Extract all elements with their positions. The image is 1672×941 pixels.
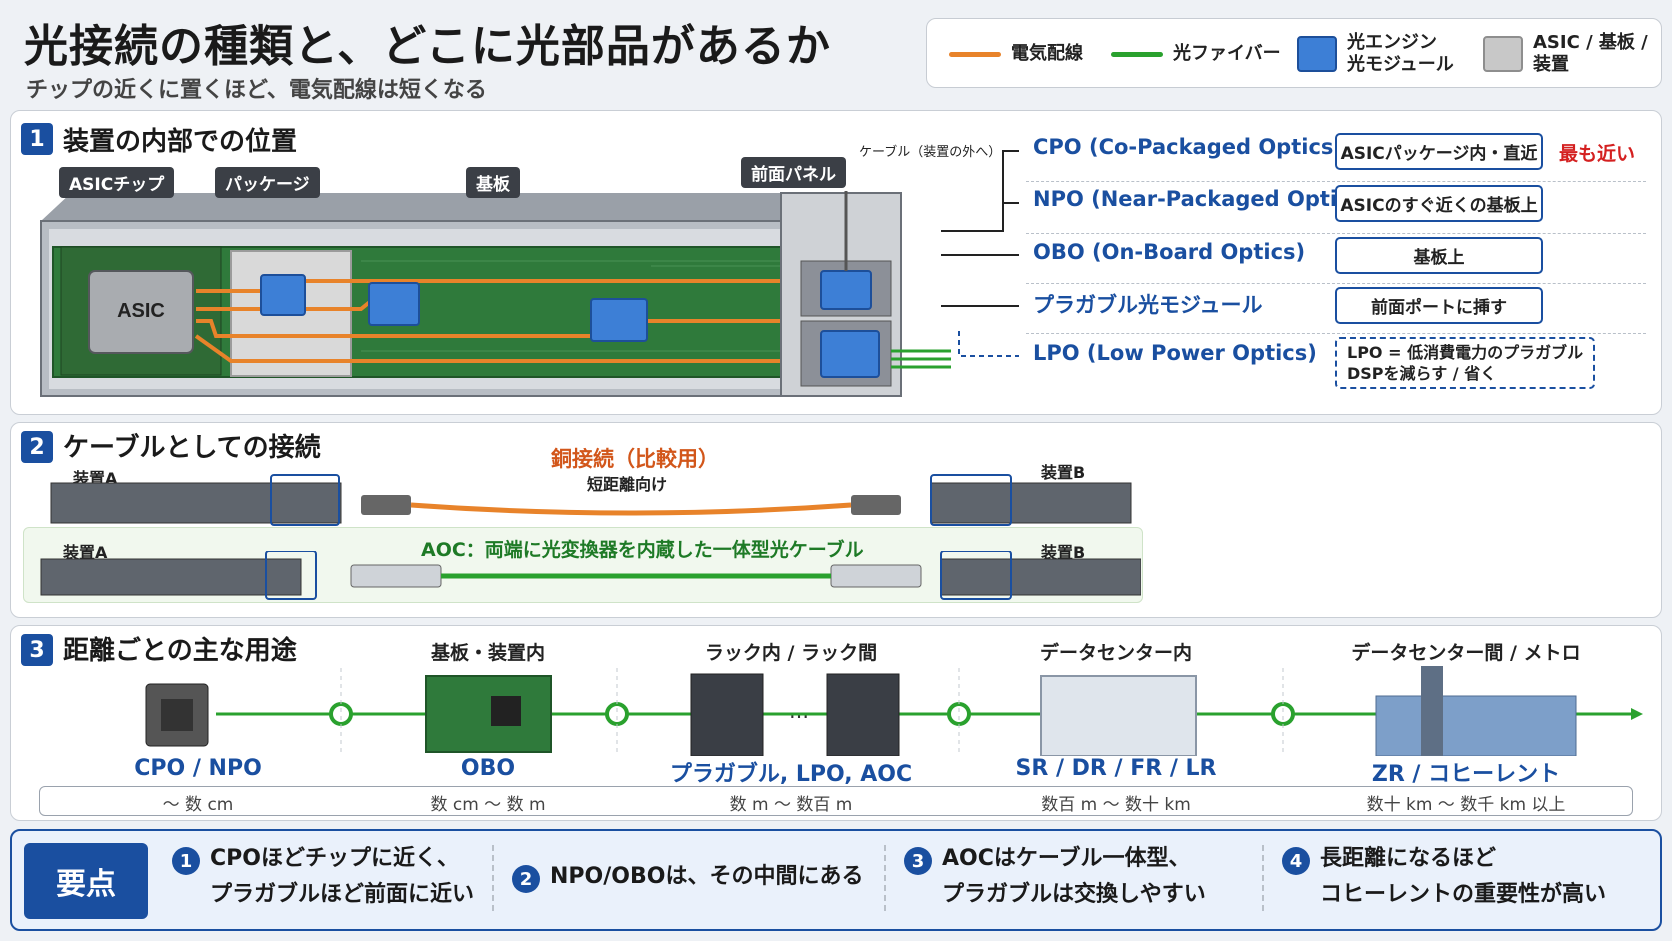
section-title: ケーブルとしての接続 xyxy=(63,433,321,463)
key-point-text: 長距離になるほど コヒーレントの重要性が高い xyxy=(1320,846,1607,907)
option-place-lpo: LPO = 低消費電力のプラガブル DSPを減らす / 省く xyxy=(1335,337,1595,389)
distance-options: ZR / コヒーレント xyxy=(1371,762,1561,787)
label-package: パッケージ xyxy=(215,167,320,198)
svg-text:…: … xyxy=(789,699,809,723)
key-point-divider xyxy=(1262,845,1264,911)
device-b-label: 装置B xyxy=(1041,543,1086,562)
key-points-label: 要点 xyxy=(24,843,148,919)
legend-item-electrical: 電気配線 xyxy=(949,19,1083,89)
distance-title: データセンター内 xyxy=(1039,642,1193,664)
row-divider xyxy=(1026,283,1646,284)
aoc-illustration xyxy=(40,551,1141,600)
distance-options: プラガブル, LPO, AOC xyxy=(669,762,913,787)
option-place-cpo: ASICパッケージ内・直近 xyxy=(1335,133,1543,170)
section-number: 3 xyxy=(21,634,53,666)
optical-engine-swatch xyxy=(1297,36,1337,72)
section-number: 2 xyxy=(21,431,53,463)
key-point-number: 1 xyxy=(172,847,200,875)
option-place-npo: ASICのすぐ近くの基板上 xyxy=(1335,185,1543,222)
option-note-cpo: 最も近い xyxy=(1559,143,1636,165)
key-point-text: CPOほどチップに近く、 プラガブルほど前面に近い xyxy=(210,846,475,907)
option-name-lpo: LPO (Low Power Optics) xyxy=(1033,341,1317,365)
legend-item-optical-engine: 光エンジン 光モジュール xyxy=(1297,19,1454,89)
page-subtitle: チップの近くに置くほど、電気配線は短くなる xyxy=(26,78,487,103)
distance-range: 数 m ～ 数百 m xyxy=(729,795,853,815)
section-1-panel: 1 装置の内部での位置 ASIC xyxy=(10,110,1662,415)
distance-range: ～ 数 cm xyxy=(162,795,234,815)
legend-label: 光ファイバー xyxy=(1173,43,1281,64)
legend-item-asic-board: ASIC / 基板 / 装置 xyxy=(1483,19,1648,89)
asic-board-swatch xyxy=(1483,36,1523,72)
distance-flow-illustration: … xyxy=(145,666,1643,756)
distance-options: CPO / NPO xyxy=(134,756,262,781)
page-title: 光接続の種類と、どこに光部品があるか xyxy=(24,21,831,72)
svg-text:ASIC: ASIC xyxy=(117,300,165,322)
distance-title: 基板・装置内 xyxy=(430,642,546,664)
copper-connection-illustration xyxy=(50,474,1132,526)
key-point-number: 3 xyxy=(904,847,932,875)
legend: 電気配線 光ファイバー 光エンジン 光モジュール ASIC / 基板 / 装置 xyxy=(926,18,1662,88)
distance-range: 数十 km ～ 数千 km 以上 xyxy=(1366,795,1566,815)
row-divider xyxy=(1026,181,1646,182)
distance-range: 数 cm ～ 数 m xyxy=(430,795,546,815)
distance-options: SR / DR / FR / LR xyxy=(1015,756,1217,781)
option-name-cpo: CPO (Co-Packaged Optics) xyxy=(1033,135,1343,159)
section-3-panel: 3 距離ごとの主な用途 基板・装置内 ラック内 / ラック間 データセンター内 … xyxy=(10,625,1662,821)
distance-range: 数百 m ～ 数十 km xyxy=(1041,795,1191,815)
section-title: 装置の内部での位置 xyxy=(63,127,298,157)
key-point-divider xyxy=(492,845,494,911)
key-point-number: 4 xyxy=(1282,847,1310,875)
label-board: 基板 xyxy=(466,167,520,198)
copper-subtitle: 短距離向け xyxy=(587,475,668,494)
distance-title: データセンター間 / メトロ xyxy=(1351,642,1581,664)
legend-item-fiber: 光ファイバー xyxy=(1111,19,1281,89)
distance-title: ラック内 / ラック間 xyxy=(704,642,878,664)
legend-label: 電気配線 xyxy=(1011,43,1083,64)
row-divider xyxy=(1026,233,1646,234)
aoc-caption: AOC：両端に光変換器を内蔵した一体型光ケーブル xyxy=(421,539,864,561)
key-points-panel: 要点 1 CPOほどチップに近く、 プラガブルほど前面に近い 2 NPO/OBO… xyxy=(10,829,1662,931)
legend-label: 光エンジン 光モジュール xyxy=(1347,32,1454,75)
section-2-panel: 2 ケーブルとしての接続 装置A 装置B 銅接続（比較用） 短距離向け 装置A … xyxy=(10,422,1662,618)
label-front-panel: 前面パネル xyxy=(741,157,846,188)
section-number: 1 xyxy=(21,123,53,155)
legend-label: ASIC / 基板 / 装置 xyxy=(1533,32,1648,75)
key-point-divider xyxy=(884,845,886,911)
option-name-npo: NPO (Near-Packaged Optics) xyxy=(1033,187,1372,211)
row-divider xyxy=(1026,333,1646,334)
key-point-text: NPO/OBOは、その中間にある xyxy=(550,864,864,889)
label-cable: ケーブル（装置の外へ） xyxy=(859,145,1002,160)
option-connector-arrows xyxy=(941,150,1019,357)
option-name-pluggable: プラガブル光モジュール xyxy=(1033,293,1263,317)
option-place-pluggable: 前面ポートに挿す xyxy=(1335,287,1543,324)
fiber-line-swatch xyxy=(1111,51,1163,57)
key-point-text: AOCはケーブル一体型、 プラガブルは交換しやすい xyxy=(942,846,1206,907)
label-asic-chip: ASICチップ xyxy=(59,167,175,198)
section-title: 距離ごとの主な用途 xyxy=(63,636,297,666)
distance-range-bar xyxy=(39,786,1633,816)
key-point-number: 2 xyxy=(512,865,540,893)
device-a-label: 装置A xyxy=(63,543,108,562)
device-b-label: 装置B xyxy=(1041,463,1086,482)
distance-options: OBO xyxy=(460,756,516,781)
electrical-line-swatch xyxy=(949,51,1001,57)
device-interior-illustration: ASIC xyxy=(40,191,951,397)
option-name-obo: OBO (On-Board Optics) xyxy=(1033,240,1306,264)
option-place-obo: 基板上 xyxy=(1335,237,1543,274)
copper-title: 銅接続（比較用） xyxy=(551,447,719,471)
